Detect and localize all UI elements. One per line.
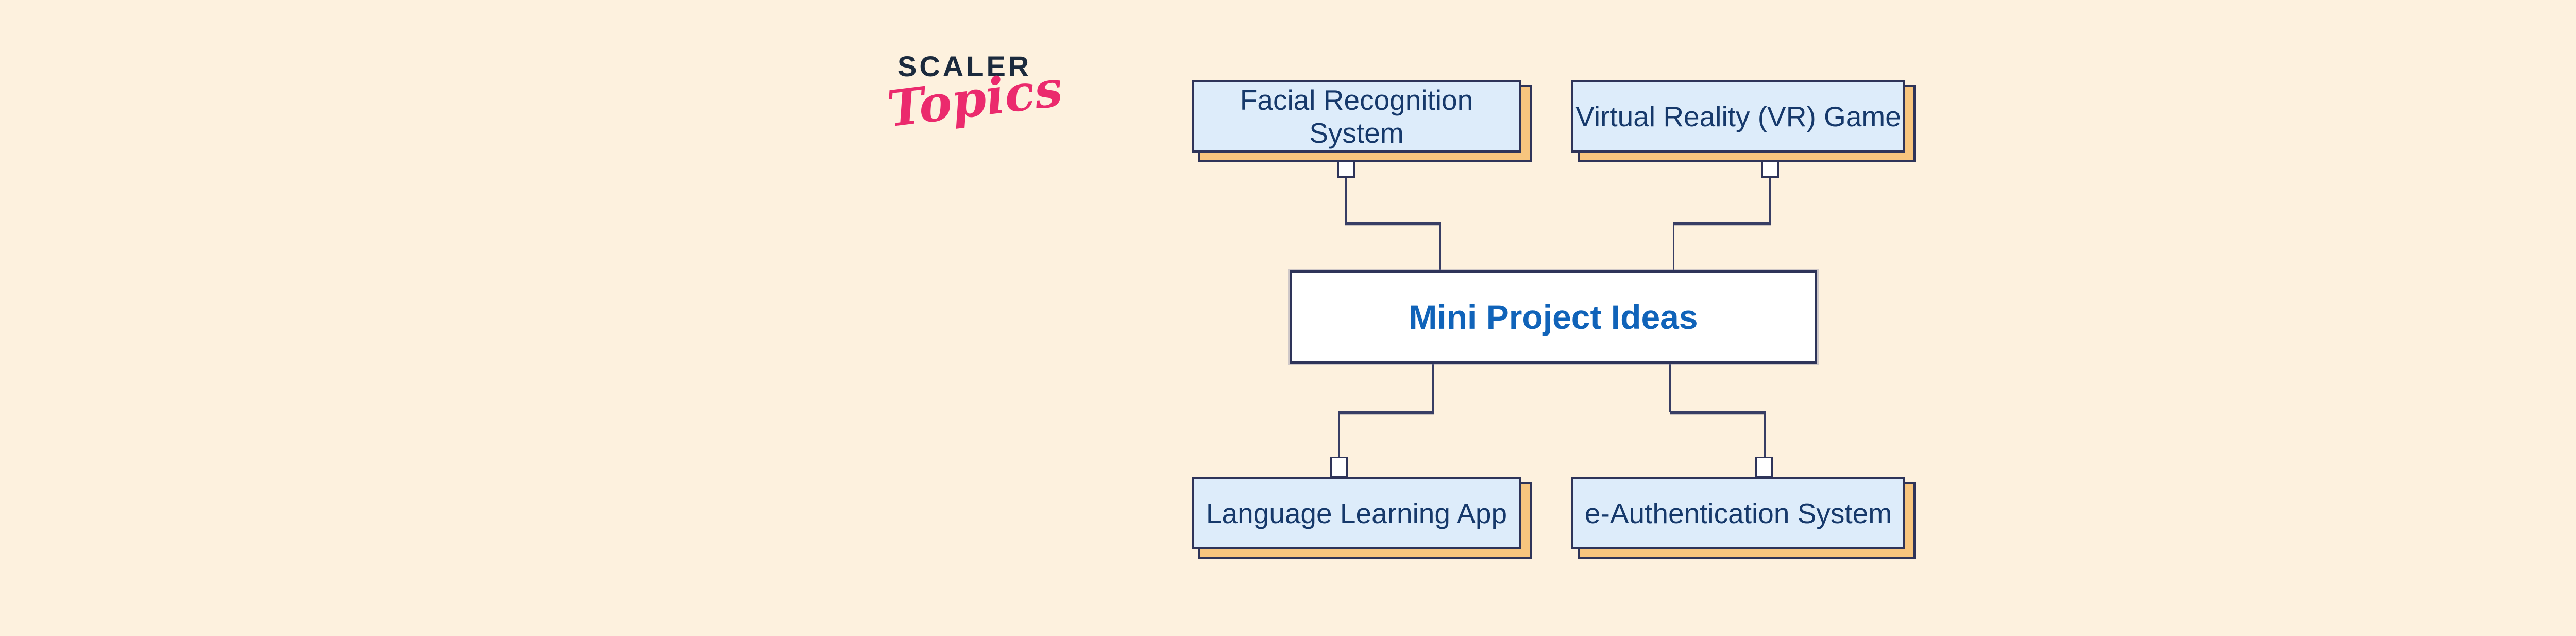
connector-bottom-left-segment-2 (1338, 411, 1434, 414)
node-e-authentication-system: e-Authentication System (1571, 477, 1905, 549)
node-label: Mini Project Ideas (1409, 298, 1698, 336)
node-language-learning-app: Language Learning App (1192, 477, 1521, 549)
connector-top-right-segment-3 (1673, 222, 1674, 270)
node-label: Virtual Reality (VR) Game (1575, 100, 1901, 132)
scaler-topics-logo: SCALER Topics (884, 49, 1065, 168)
connector-port-vr (1761, 157, 1779, 178)
node-label: e-Authentication System (1584, 497, 1892, 529)
connector-port-language (1330, 457, 1348, 477)
connector-bottom-left-segment-3 (1338, 411, 1340, 458)
connector-port-facial (1337, 157, 1355, 178)
connector-top-left-segment-1 (1345, 178, 1347, 223)
node-facial-recognition-system: Facial Recognition System (1192, 80, 1521, 153)
connector-top-left-segment-3 (1439, 222, 1441, 270)
connector-bottom-left-segment-1 (1432, 364, 1434, 412)
connector-top-right-segment-2 (1673, 222, 1771, 225)
node-virtual-reality-game: Virtual Reality (VR) Game (1571, 80, 1905, 153)
connector-top-left-segment-2 (1345, 222, 1441, 225)
node-mini-project-ideas: Mini Project Ideas (1290, 270, 1817, 364)
connector-bottom-right-segment-1 (1669, 364, 1671, 412)
node-label: Facial Recognition System (1240, 83, 1473, 149)
node-label: Language Learning App (1206, 497, 1507, 529)
connector-top-right-segment-1 (1769, 178, 1771, 223)
connector-port-eauth (1755, 457, 1773, 477)
logo-wordmark-scaler: SCALER (897, 50, 1032, 82)
connector-bottom-right-segment-2 (1670, 411, 1766, 414)
connector-bottom-right-segment-3 (1764, 411, 1766, 458)
